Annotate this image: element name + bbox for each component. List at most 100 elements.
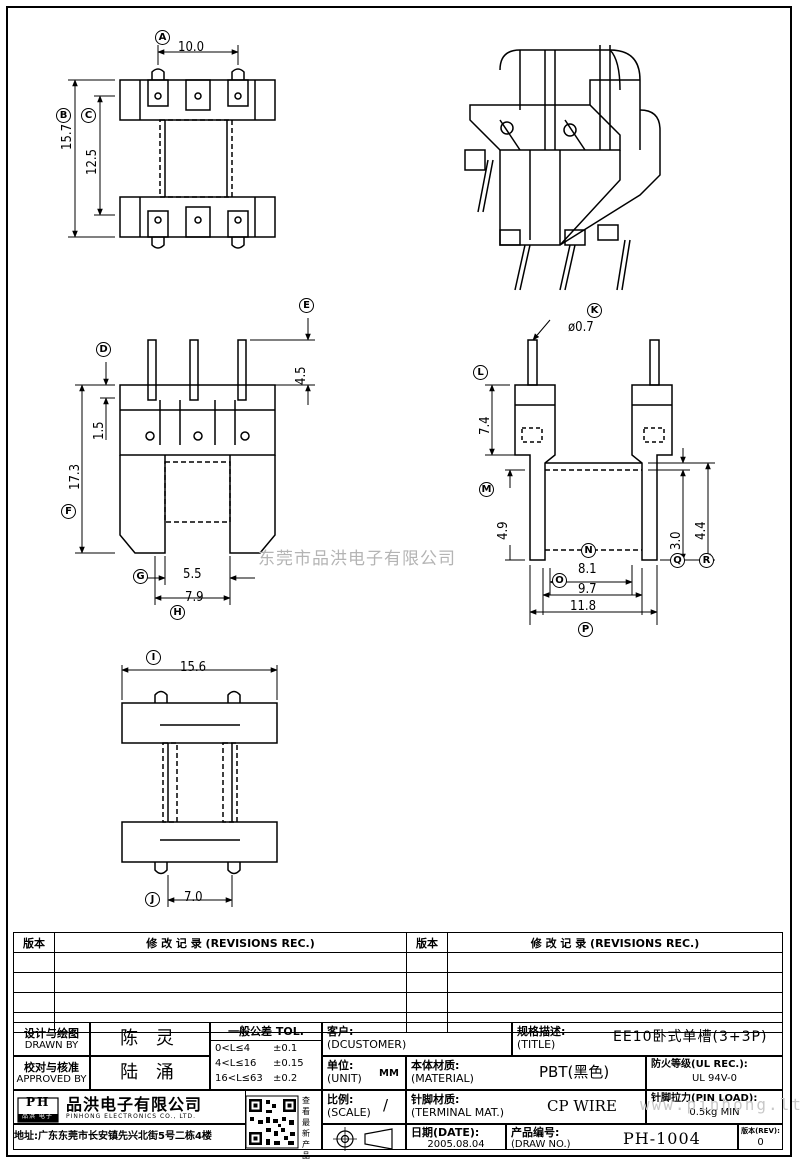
drawno-cell: 产品编号: (DRAW NO.) PH-1004 xyxy=(506,1124,738,1150)
drawno-value: PH-1004 xyxy=(623,1129,701,1148)
dim-H: 7.9 xyxy=(185,590,204,605)
projection-cell xyxy=(322,1124,406,1150)
approved-by-cell: 陆 涌 xyxy=(90,1056,210,1090)
dim-N: 8.1 xyxy=(578,562,597,577)
address: 地址:广东东莞市长安镇先兴北街5号二栋4楼 xyxy=(14,1131,212,1142)
material-value: PBT(黑色) xyxy=(539,1063,610,1081)
drawn-by-label: 设计与绘图 xyxy=(24,1027,79,1040)
dim-O: 9.7 xyxy=(578,582,597,597)
dim-A: 10.0 xyxy=(178,40,205,55)
balloon-P: P xyxy=(578,622,593,637)
dim-R: 4.4 xyxy=(694,521,709,540)
rev-header-right: 版本 xyxy=(406,932,448,953)
tol-value-1: ±0.1 xyxy=(273,1043,298,1055)
company-logo xyxy=(17,1097,59,1123)
balloon-L: L xyxy=(473,365,488,380)
terminal-value: CP WIRE xyxy=(547,1097,617,1115)
customer-label: 客户: xyxy=(327,1025,354,1038)
scale-label: 比例: xyxy=(327,1093,354,1106)
approved-label: 校对与核准 xyxy=(24,1061,79,1074)
balloon-M: M xyxy=(479,482,494,497)
balloon-H: H xyxy=(170,605,185,620)
rev-label: 版本(REV): xyxy=(741,1127,780,1135)
dim-C: 12.5 xyxy=(85,148,100,175)
title-value: EE10卧式单槽(3+3P) xyxy=(613,1029,768,1045)
tol-range-2: 4<L≤16 xyxy=(215,1058,257,1070)
date-cell: 日期(DATE): 2005.08.04 xyxy=(406,1124,506,1150)
dim-B: 15.7 xyxy=(60,123,75,150)
unit-value: MM xyxy=(379,1068,399,1079)
pinload-value: 0.5kg MIN xyxy=(689,1107,740,1118)
dim-L: 7.4 xyxy=(478,416,493,435)
pinload-cell: 针脚拉力(PIN LOAD): 0.5kg MIN xyxy=(646,1090,783,1124)
scale-label-en: (SCALE) xyxy=(327,1106,371,1120)
company-cell: PH 品洪 电子 品洪电子有限公司 PINHONG ELECTRONICS CO… xyxy=(13,1090,246,1124)
drawn-by-label-cell: 设计与绘图 DRAWN BY xyxy=(13,1022,90,1056)
dim-Q: 3.0 xyxy=(669,531,684,550)
dim-E: 4.5 xyxy=(294,366,309,385)
logo-text: PH xyxy=(26,1095,51,1109)
terminal-label: 针脚材质: xyxy=(411,1093,460,1106)
isometric-view xyxy=(464,45,661,291)
company-name-cn: 品洪电子有限公司 xyxy=(66,1095,203,1114)
sheet-border xyxy=(6,6,792,1157)
dim-D: 1.5 xyxy=(92,421,107,440)
terminal-label-en: (TERMINAL MAT.) xyxy=(411,1106,505,1120)
title-cell: 规格描述: (TITLE) EE10卧式单槽(3+3P) xyxy=(512,1022,783,1056)
dim-G: 5.5 xyxy=(183,567,202,582)
approved-by: 陆 涌 xyxy=(120,1062,180,1083)
dim-M: 4.9 xyxy=(496,521,511,540)
revisions-table: 版本 修 改 记 录 (REVISIONS REC.) 版本 修 改 记 录 (… xyxy=(13,932,783,1033)
balloon-G: G xyxy=(133,569,148,584)
balloon-D: D xyxy=(96,342,111,357)
unit-label: 单位: xyxy=(327,1059,354,1072)
tol-range-3: 16<L≤63 xyxy=(215,1073,263,1085)
unit-label-en: (UNIT) xyxy=(327,1072,362,1086)
tolerance-cell: 一般公差 TOL. 0<L≤4±0.1 4<L≤16±0.15 16<L≤63±… xyxy=(210,1022,322,1090)
balloon-F: F xyxy=(61,504,76,519)
balloon-A: A xyxy=(155,30,170,45)
address-cell: 地址:广东东莞市长安镇先兴北街5号二栋4楼 xyxy=(13,1124,246,1150)
balloon-C: C xyxy=(81,108,96,123)
rev-cell: 版本(REV): 0 xyxy=(738,1124,783,1150)
unit-cell: 单位: (UNIT) MM xyxy=(322,1056,406,1090)
dim-P: 11.8 xyxy=(570,599,597,614)
scale-value: / xyxy=(383,1096,389,1114)
scale-cell: 比例: (SCALE) / xyxy=(322,1090,406,1124)
title-label-en: (TITLE) xyxy=(517,1038,556,1052)
date-label: 日期(DATE): xyxy=(411,1126,480,1139)
balloon-Q: Q xyxy=(670,553,685,568)
dim-I: 15.6 xyxy=(180,660,207,675)
rev-value: 0 xyxy=(757,1137,764,1149)
dim-J: 7.0 xyxy=(184,890,203,905)
side-view xyxy=(485,319,715,625)
approved-label-cell: 校对与核准 APPROVED BY xyxy=(13,1056,90,1090)
ul-cell: 防火等级(UL REC.): UL 94V-0 xyxy=(646,1056,783,1090)
title-label: 规格描述: xyxy=(517,1025,566,1038)
ul-value: UL 94V-0 xyxy=(691,1073,738,1084)
drawno-label: 产品编号: xyxy=(511,1126,560,1139)
approved-label-en: APPROVED BY xyxy=(16,1074,87,1086)
tol-range-1: 0<L≤4 xyxy=(215,1043,251,1055)
balloon-K: K xyxy=(587,303,602,318)
drawn-by-cell: 陈 灵 xyxy=(90,1022,210,1056)
drawn-by: 陈 灵 xyxy=(120,1028,180,1049)
balloon-R: R xyxy=(699,553,714,568)
watermark-text: 东莞市品洪电子有限公司 xyxy=(258,549,456,569)
qr-caption: 查看最新产品 xyxy=(302,1096,310,1160)
balloon-N: N xyxy=(581,543,596,558)
top-view xyxy=(68,45,276,249)
tol-value-3: ±0.2 xyxy=(273,1073,298,1085)
dim-K: ø0.7 xyxy=(568,320,594,335)
pinload-label: 针脚拉力(PIN LOAD): xyxy=(651,1093,758,1104)
balloon-O: O xyxy=(552,573,567,588)
balloon-J: J xyxy=(145,892,160,907)
drawn-by-label-en: DRAWN BY xyxy=(24,1040,79,1052)
dim-F: 17.3 xyxy=(68,463,83,490)
material-cell: 本体材质: (MATERIAL) PBT(黑色) xyxy=(406,1056,646,1090)
logo-subtext: 品洪 电子 xyxy=(22,1113,53,1120)
date-value: 2005.08.04 xyxy=(427,1139,485,1151)
balloon-E: E xyxy=(299,298,314,313)
tol-value-2: ±0.15 xyxy=(273,1058,304,1070)
rev-header-left: 版本 xyxy=(13,932,55,953)
